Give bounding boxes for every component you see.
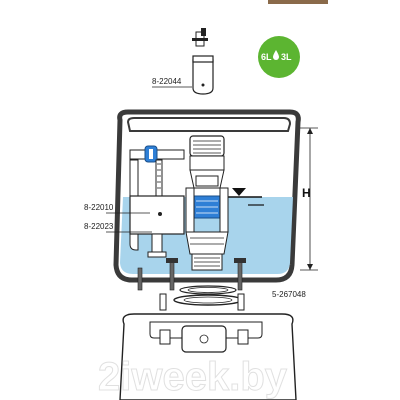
corner-tab: [268, 0, 328, 4]
height-label: H: [302, 186, 311, 200]
part-label-8-22044: 8-22044: [152, 77, 182, 86]
water-drop-icon: [273, 50, 279, 60]
part-label-8-22023: 8-22023: [84, 222, 114, 231]
fill-valve: [129, 145, 185, 258]
part-label-8-22010: 8-22010: [84, 203, 114, 212]
water-level-triangle-icon: [232, 188, 246, 196]
eco-badge-left-text: 6L: [261, 52, 272, 62]
toilet-bowl: [119, 313, 297, 400]
mounting-bolts: [137, 258, 246, 291]
watermark-text: 2iweek.by: [98, 355, 288, 399]
push-button-assembly: [192, 28, 214, 95]
part-label-5-267048: 5-267048: [272, 290, 306, 299]
eco-badge-6l-3l: 6L 3L: [258, 36, 300, 78]
eco-badge-right-text: 3L: [281, 52, 292, 62]
seal-rings: [159, 285, 245, 311]
flush-valve: [185, 135, 229, 271]
tank-lid-inner: [126, 117, 292, 132]
height-dimension: [300, 127, 318, 271]
